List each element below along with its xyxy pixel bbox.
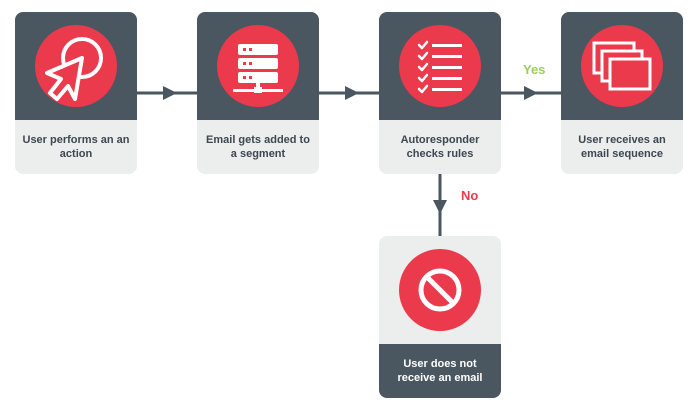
stacked-windows-icon	[592, 41, 652, 91]
branch-yes-label: Yes	[523, 62, 546, 77]
step-no-email: User does not receive an email	[379, 236, 501, 398]
step-email-sequence: User receives an email sequence	[561, 12, 683, 174]
step-label: User does not receive an email	[397, 358, 483, 384]
step-label: User receives an email sequence	[578, 134, 666, 160]
step-label: Autoresponder checks rules	[400, 134, 480, 160]
prohibited-icon	[418, 268, 462, 312]
step-label: Email gets added to a segment	[206, 134, 310, 160]
step-added-segment: Email gets added to a segment	[197, 12, 319, 174]
checklist-icon	[417, 40, 462, 94]
branch-no-label: No	[461, 188, 479, 203]
step-check-rules: Autoresponder checks rules	[379, 12, 501, 174]
cursor-click-icon	[45, 37, 103, 101]
step-label: User performs an an action	[22, 134, 130, 160]
server-icon	[233, 44, 283, 93]
step-user-action: User performs an an action	[15, 12, 137, 174]
